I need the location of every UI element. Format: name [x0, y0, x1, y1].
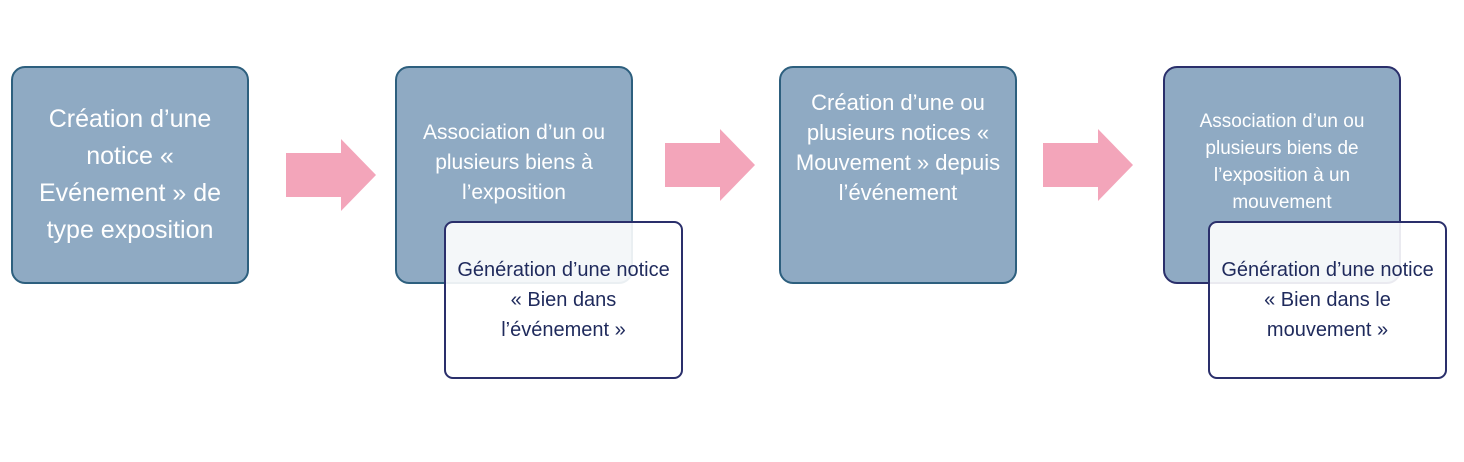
arrow-right-icon: [665, 129, 755, 201]
generated-notice-item-in-movement-text: Génération d’une notice « Bien dans le m…: [1221, 259, 1434, 341]
step-create-event-notice: Création d’une notice « Evénement » de t…: [11, 66, 249, 284]
step-associate-items-exhibition-text: Association d’un ou plusieurs biens à l’…: [422, 121, 606, 204]
step-associate-items-movement-text: Association d’un ou plusieurs biens de l…: [1199, 111, 1365, 213]
step-create-movement-notices: Création d’une ou plusieurs notices « Mo…: [779, 66, 1017, 284]
step-create-event-notice-text: Création d’une notice « Evénement » de t…: [38, 105, 222, 244]
generated-notice-item-in-event-text: Génération d’une notice « Bien dans l’év…: [457, 259, 670, 341]
arrow-right-icon: [286, 139, 376, 211]
generated-notice-item-in-movement: Génération d’une notice « Bien dans le m…: [1208, 221, 1447, 379]
generated-notice-item-in-event: Génération d’une notice « Bien dans l’év…: [444, 221, 683, 379]
arrow-right-icon: [1043, 129, 1133, 201]
step-create-movement-notices-text: Création d’une ou plusieurs notices « Mo…: [795, 90, 1001, 205]
